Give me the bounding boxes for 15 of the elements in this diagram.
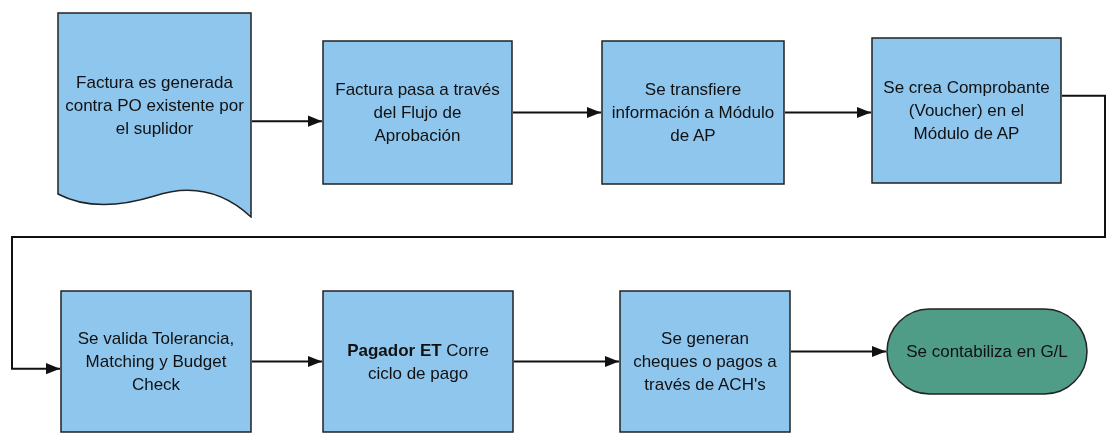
arrow xyxy=(251,355,323,368)
arrow xyxy=(513,355,620,368)
node-text: Se crea Comprobante (Voucher) en el Módulo de AP xyxy=(882,77,1051,145)
arrow xyxy=(251,115,323,127)
arrow xyxy=(512,106,602,119)
node-text: Se generan cheques o pagos a través de ACH's xyxy=(632,328,778,396)
node-text: Pagador ET Corre ciclo de pago xyxy=(346,339,490,385)
node-text: Factura es generada contra PO existente por el suplidor xyxy=(64,71,245,140)
node-text: Factura pasa a través del Flujo de Aprobación xyxy=(334,79,501,147)
arrow xyxy=(11,94,1106,375)
arrow xyxy=(790,345,887,358)
node-text: Se valida Tolerancia, Matching y Budget Check xyxy=(76,328,236,396)
node-text: Se contabiliza en G/L xyxy=(905,341,1069,363)
arrow xyxy=(784,106,872,119)
node-text: Se transfiere información a Módulo de AP xyxy=(610,79,776,147)
